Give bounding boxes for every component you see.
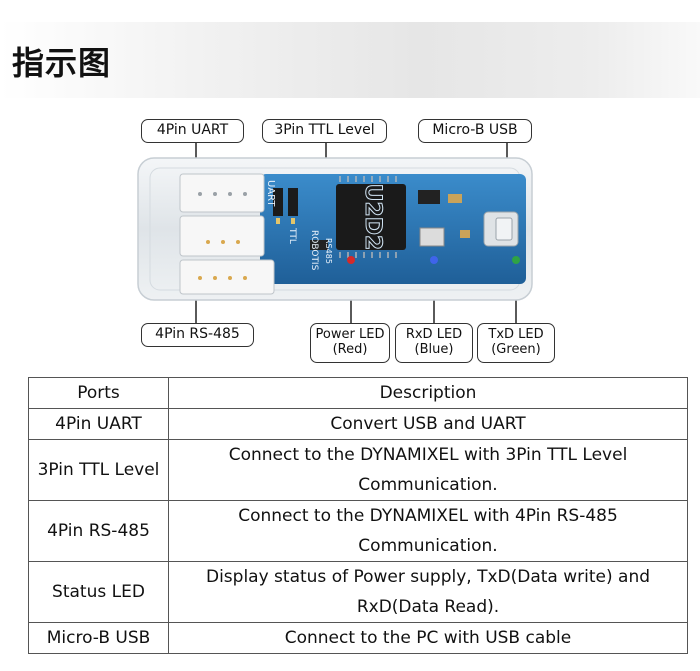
port-cell: Micro-B USB xyxy=(28,622,169,654)
board-rs485-label: RS485 xyxy=(324,238,333,264)
header-ports: Ports xyxy=(28,377,169,409)
txd-led-label: TxD LED xyxy=(488,327,544,342)
table-row: Status LED Display status of Power suppl… xyxy=(28,561,688,623)
callout-4pin-uart: 4Pin UART xyxy=(141,119,244,143)
rxd-led-label: RxD LED xyxy=(405,327,463,342)
power-led-color: (Red) xyxy=(332,342,368,357)
ttl-connector xyxy=(179,215,265,257)
rxd-led-color: (Blue) xyxy=(414,342,454,357)
callout-txd-led: TxD LED (Green) xyxy=(477,323,555,363)
board-chip-label: U2D2 xyxy=(360,184,385,251)
table-row: Micro-B USB Connect to the PC with USB c… xyxy=(28,622,688,654)
table-row: 4Pin RS-485 Connect to the DYNAMIXEL wit… xyxy=(28,500,688,562)
description-cell: Convert USB and UART xyxy=(168,408,688,440)
txd-led-color: (Green) xyxy=(491,342,541,357)
u2d2-diagram: U2D2 ROBOTIS UART TTL RS485 xyxy=(0,110,700,370)
u2d2-board-illustration: U2D2 ROBOTIS UART TTL RS485 xyxy=(137,140,533,323)
table-row: 3Pin TTL Level Connect to the DYNAMIXEL … xyxy=(28,439,688,501)
callout-power-led: Power LED (Red) xyxy=(310,323,390,363)
page-title: 指示图 xyxy=(12,44,112,82)
port-cell: Status LED xyxy=(28,561,169,623)
title-banner: 指示图 xyxy=(0,22,700,98)
description-cell: Connect to the PC with USB cable xyxy=(168,622,688,654)
small-components xyxy=(310,190,470,250)
callout-4pin-rs485: 4Pin RS-485 xyxy=(141,323,254,347)
pin-headers xyxy=(273,188,298,224)
port-cell: 4Pin RS-485 xyxy=(28,500,169,562)
rxd-led xyxy=(430,256,438,264)
description-cell: Connect to the DYNAMIXEL with 3Pin TTL L… xyxy=(168,439,688,501)
port-cell: 4Pin UART xyxy=(28,408,169,440)
power-led-label: Power LED xyxy=(315,327,385,342)
main-chip xyxy=(336,184,406,250)
ports-table: Ports Description 4Pin UART Convert USB … xyxy=(28,377,688,654)
port-cell: 3Pin TTL Level xyxy=(28,439,169,501)
board-uart-label: UART xyxy=(265,180,276,207)
micro-usb-port xyxy=(483,211,519,247)
description-cell: Connect to the DYNAMIXEL with 4Pin RS-48… xyxy=(168,500,688,562)
uart-connector xyxy=(179,173,265,213)
callout-3pin-ttl: 3Pin TTL Level xyxy=(262,119,387,143)
callout-micro-usb: Micro-B USB xyxy=(418,119,532,143)
table-row: 4Pin UART Convert USB and UART xyxy=(28,408,688,440)
board-brand-label: ROBOTIS xyxy=(309,230,319,271)
description-cell: Display status of Power supply, TxD(Data… xyxy=(168,561,688,623)
power-led xyxy=(347,256,355,264)
rs485-connector xyxy=(179,259,275,295)
txd-led xyxy=(512,256,520,264)
table-header-row: Ports Description xyxy=(28,377,688,409)
board-ttl-label: TTL xyxy=(287,227,297,244)
header-description: Description xyxy=(168,377,688,409)
callout-rxd-led: RxD LED (Blue) xyxy=(395,323,473,363)
